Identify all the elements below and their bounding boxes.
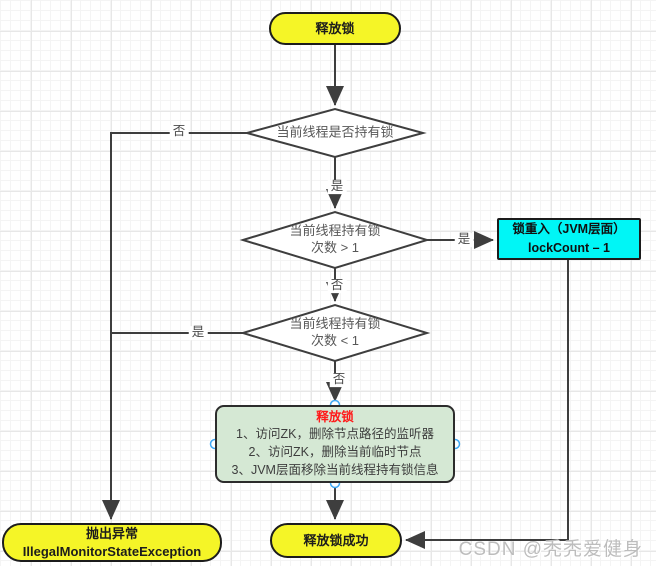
start-node[interactable]: 释放锁 bbox=[269, 12, 401, 45]
release-step: 1、访问ZK，删除节点路径的监听器 bbox=[236, 427, 434, 442]
success-node-label: 释放锁成功 bbox=[303, 532, 369, 548]
csdn-watermark: CSDN @秃秃爱健身 bbox=[458, 539, 643, 560]
edge-label-decision2-yes[interactable]: 是 bbox=[454, 232, 474, 247]
reentrant-node[interactable]: 锁重入（JVM层面） lockCount – 1 bbox=[497, 218, 641, 260]
success-node[interactable]: 释放锁成功 bbox=[270, 523, 402, 558]
reentrant-line1: 锁重入（JVM层面） bbox=[512, 222, 626, 237]
start-node-label: 释放锁 bbox=[315, 20, 355, 36]
release-steps-node[interactable]: 释放锁 1、访问ZK，删除节点路径的监听器 2、访问ZK，删除当前临时节点 3、… bbox=[215, 405, 455, 483]
edge-label-decision3-yes[interactable]: 是 bbox=[188, 325, 208, 340]
reentrant-line2: lockCount – 1 bbox=[528, 241, 610, 255]
edge-decision1-no-to-exception[interactable] bbox=[102, 132, 247, 520]
edge-label-decision1-no[interactable]: 否 bbox=[169, 124, 189, 139]
edge-reentrant-to-success[interactable] bbox=[405, 260, 569, 549]
exception-node[interactable]: 抛出异常 IllegalMonitorStateException bbox=[2, 523, 222, 562]
release-step: 3、JVM层面移除当前线程持有锁信息 bbox=[231, 462, 439, 477]
release-step: 2、访问ZK，删除当前临时节点 bbox=[248, 445, 422, 459]
exception-line2: IllegalMonitorStateException bbox=[22, 543, 202, 559]
decision2-shape[interactable] bbox=[239, 210, 431, 270]
decision1-label[interactable]: 当前线程是否持有锁 bbox=[276, 124, 394, 140]
edge-label-decision3-no[interactable]: 否 bbox=[329, 372, 349, 387]
decision1-shape[interactable] bbox=[243, 107, 427, 159]
edge-label-decision1-yes[interactable]: 是 bbox=[327, 179, 347, 194]
decision2-label[interactable]: 当前线程持有锁 次数 > 1 bbox=[289, 223, 381, 255]
decision3-label[interactable]: 当前线程持有锁 次数 < 1 bbox=[289, 316, 381, 348]
decision3-shape[interactable] bbox=[239, 303, 431, 363]
edge-label-decision2-no[interactable]: 否 bbox=[327, 278, 347, 293]
exception-line1: 抛出异常 bbox=[85, 525, 138, 541]
release-title: 释放锁 bbox=[316, 409, 354, 424]
